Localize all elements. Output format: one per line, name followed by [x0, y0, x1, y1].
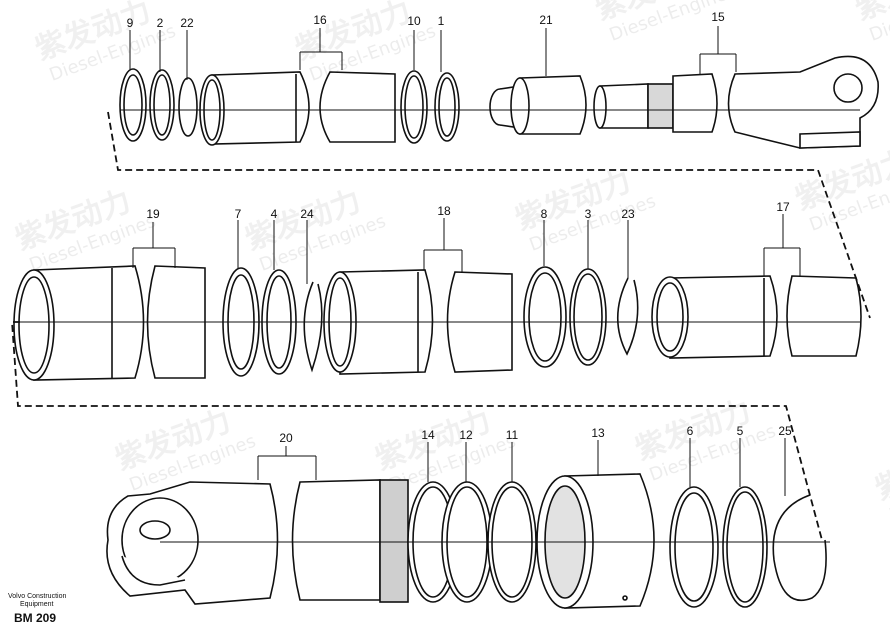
part-21-nut — [489, 75, 587, 135]
leader-lines — [129, 26, 801, 496]
part-25-snap-ring — [772, 494, 827, 602]
drawing-code: BM 209 — [14, 611, 57, 625]
callout-7: 7 — [235, 207, 242, 221]
callout-16: 16 — [313, 13, 327, 27]
callout-8: 8 — [541, 207, 548, 221]
row-1-parts — [119, 55, 879, 149]
part-22-snap-ring — [178, 77, 198, 137]
part-3-ring — [569, 268, 607, 366]
callout-17: 17 — [776, 200, 790, 214]
part-24-snap-ring — [303, 281, 323, 373]
callout-5: 5 — [737, 424, 744, 438]
callout-6: 6 — [687, 424, 694, 438]
part-5-ring — [722, 486, 768, 608]
callout-15: 15 — [711, 10, 725, 24]
callout-22: 22 — [180, 16, 194, 30]
callout-24: 24 — [300, 207, 314, 221]
maker-caption-line2: Equipment — [20, 601, 54, 608]
part-1-ring — [434, 72, 460, 142]
part-16-guide — [199, 71, 396, 146]
callout-2: 2 — [157, 16, 164, 30]
row-2-parts — [13, 265, 862, 381]
callout-20: 20 — [279, 431, 293, 445]
part-9-ring — [119, 68, 147, 142]
part-20-cylinder-tube — [106, 479, 409, 605]
callout-13: 13 — [591, 426, 605, 440]
part-19-barrel — [13, 265, 206, 381]
part-8-ring — [523, 266, 567, 368]
callout-11: 11 — [506, 428, 519, 442]
callout-23: 23 — [621, 207, 635, 221]
callout-12: 12 — [459, 428, 473, 442]
callout-14: 14 — [421, 428, 435, 442]
callout-1: 1 — [438, 14, 445, 28]
part-10-ring — [400, 70, 428, 144]
callout-18: 18 — [437, 204, 451, 218]
assembly-lines — [11, 109, 871, 543]
callout-3: 3 — [585, 207, 592, 221]
callout-9: 9 — [127, 16, 134, 30]
callout-4: 4 — [271, 207, 278, 221]
part-6-ring — [669, 486, 719, 608]
callout-21: 21 — [539, 13, 553, 27]
part-15-piston-rod — [593, 55, 879, 149]
row-3-parts — [106, 473, 827, 609]
maker-caption-line1: Volvo Construction — [8, 593, 67, 600]
part-2-seal — [149, 69, 175, 141]
watermark-brand-cn: 紫发动力 — [871, 434, 890, 508]
part-23-snap-ring — [616, 277, 639, 356]
callout-labels: 9 2 22 16 10 1 21 15 19 7 4 24 18 8 3 23… — [127, 10, 792, 445]
part-13-cylinder-head — [536, 473, 655, 609]
part-17-guide — [651, 275, 862, 359]
callout-25: 25 — [778, 424, 792, 438]
callout-10: 10 — [407, 14, 421, 28]
callout-19: 19 — [146, 207, 160, 221]
